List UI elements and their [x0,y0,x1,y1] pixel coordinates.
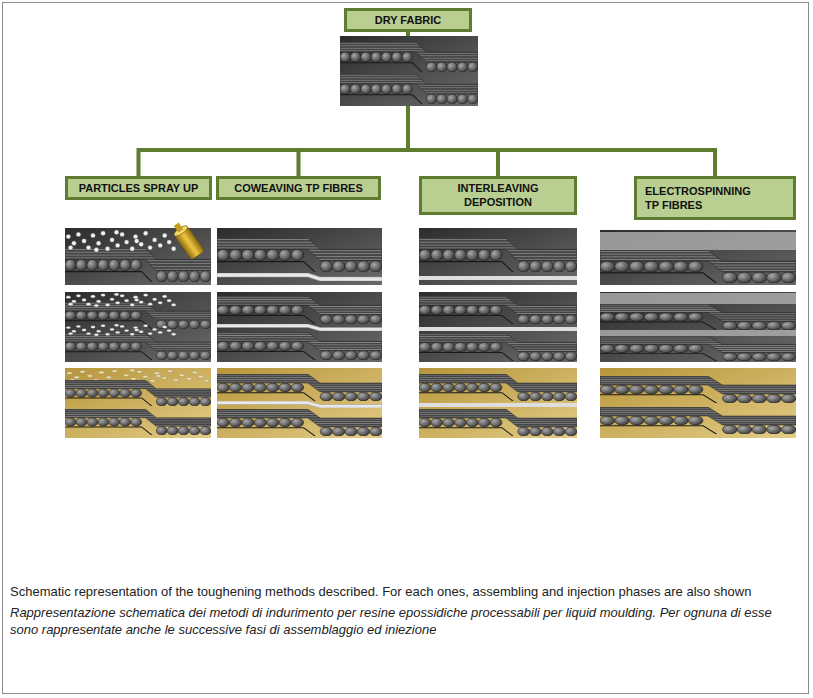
coweaving-illustration [217,228,382,438]
illustration-ground [419,228,577,285]
fabric-layer [419,238,577,273]
illustration-ground [340,36,478,106]
resin-ground [600,368,796,438]
nanofibre-mat [600,330,796,336]
method-label: DRY FABRIC [375,13,442,27]
root-box: DRY FABRIC [344,8,472,32]
thermoplastic-fibre-band [217,401,382,408]
fabric-layer [65,409,211,436]
fabric-layer [419,409,577,437]
fabric-layer [217,332,382,361]
caption-translation: Rappresentazione schematica dei metodi d… [10,604,802,639]
method-box: COWEAVING TP FIBRES [216,176,381,200]
interleaving-illustration [419,228,577,438]
fabric-layer [340,42,478,73]
fabric-layer [419,374,577,402]
method-label: COWEAVING TP FIBRES [234,181,363,195]
fabric-layer [600,304,796,331]
fabric-layer [600,336,796,362]
fabric-layer [600,407,796,435]
thermoplastic-fibre-band [217,273,382,281]
fabric-layer [217,296,382,325]
nanofibre-mat [600,232,796,250]
fabric-layer [419,296,577,325]
illustration-ground [217,292,382,362]
method-label: PARTICLES SPRAY UP [79,181,199,195]
fabric-layer [217,238,382,273]
fabric-layer [65,380,211,407]
fabric-layer [217,374,382,402]
fabric-layer [419,333,577,362]
particles [66,324,176,336]
illustration-ground [65,292,211,362]
fabric-layer [600,376,796,404]
particles [66,293,176,307]
method-box: ELECTROSPINNING TP FIBRES [634,176,796,220]
resin-ground [419,368,577,438]
fabric-layer [600,250,796,284]
interleaf-film [419,276,577,280]
method-box: INTERLEAVING DEPOSITION [419,176,577,215]
method-box: PARTICLES SPRAY UP [65,176,212,200]
fabric-layer [65,302,211,330]
resin-ground [217,368,382,438]
particles [66,230,176,252]
method-label: ELECTROSPINNING TP FIBRES [645,184,753,213]
illustration-ground [600,292,796,362]
caption: Schematic representation of the tougheni… [10,583,802,601]
illustration-ground [600,230,796,285]
nanofibre-mat [600,293,796,304]
fabric-layer [65,333,211,361]
particles-illustration [65,220,211,438]
interleaf-film [419,327,577,331]
fabric-layer [340,74,478,105]
dry-fabric-illustration [340,36,478,106]
thermoplastic-fibre-band [217,324,382,331]
electrospinning-illustration [600,230,796,438]
illustration-ground [217,228,382,285]
illustration-ground [419,292,577,362]
method-label: INTERLEAVING DEPOSITION [430,181,566,210]
fabric-layer [217,409,382,437]
spray-gun [170,220,205,260]
interleaf-film [419,403,577,407]
resin-ground [65,368,211,438]
